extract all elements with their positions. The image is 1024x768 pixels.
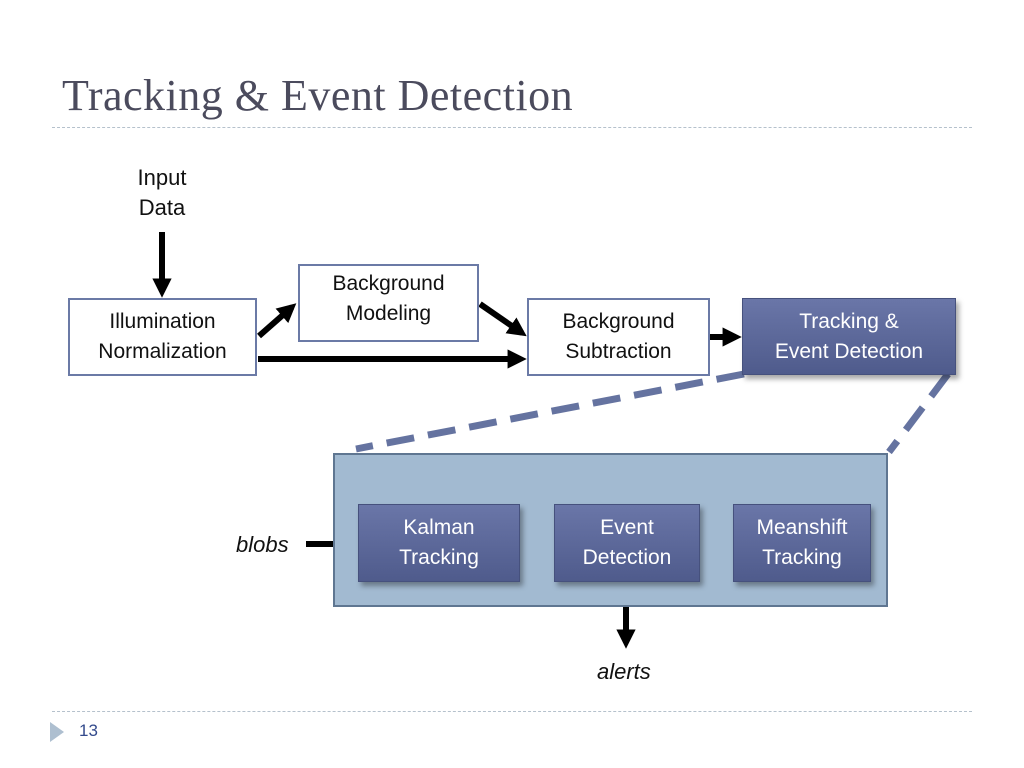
- blobs-label: blobs: [236, 532, 289, 557]
- page-number: 13: [79, 721, 98, 740]
- title-divider: [52, 127, 972, 128]
- arrow-modeling-to-subtraction: [478, 301, 527, 337]
- input-data-label: Input Data: [137, 165, 187, 220]
- footer-triangle-icon: [50, 722, 64, 742]
- zoom-connector-right: [886, 371, 951, 455]
- alerts-label: alerts: [597, 659, 651, 684]
- illumination-normalization-box: Illumination Normalization: [68, 298, 257, 376]
- arrow-illumination-to-modeling: [257, 303, 297, 339]
- kalman-tracking-box: Kalman Tracking: [358, 504, 520, 582]
- zoom-connector-left: [355, 370, 745, 453]
- background-subtraction-box: Background Subtraction: [527, 298, 710, 376]
- event-detection-box: Event Detection: [554, 504, 700, 582]
- footer-divider: [52, 711, 972, 712]
- slide-title: Tracking & Event Detection: [62, 71, 574, 120]
- tracking-event-detection-box: Tracking & Event Detection: [742, 298, 956, 375]
- meanshift-tracking-box: Meanshift Tracking: [733, 504, 871, 582]
- background-modeling-box: Background Modeling: [298, 264, 479, 342]
